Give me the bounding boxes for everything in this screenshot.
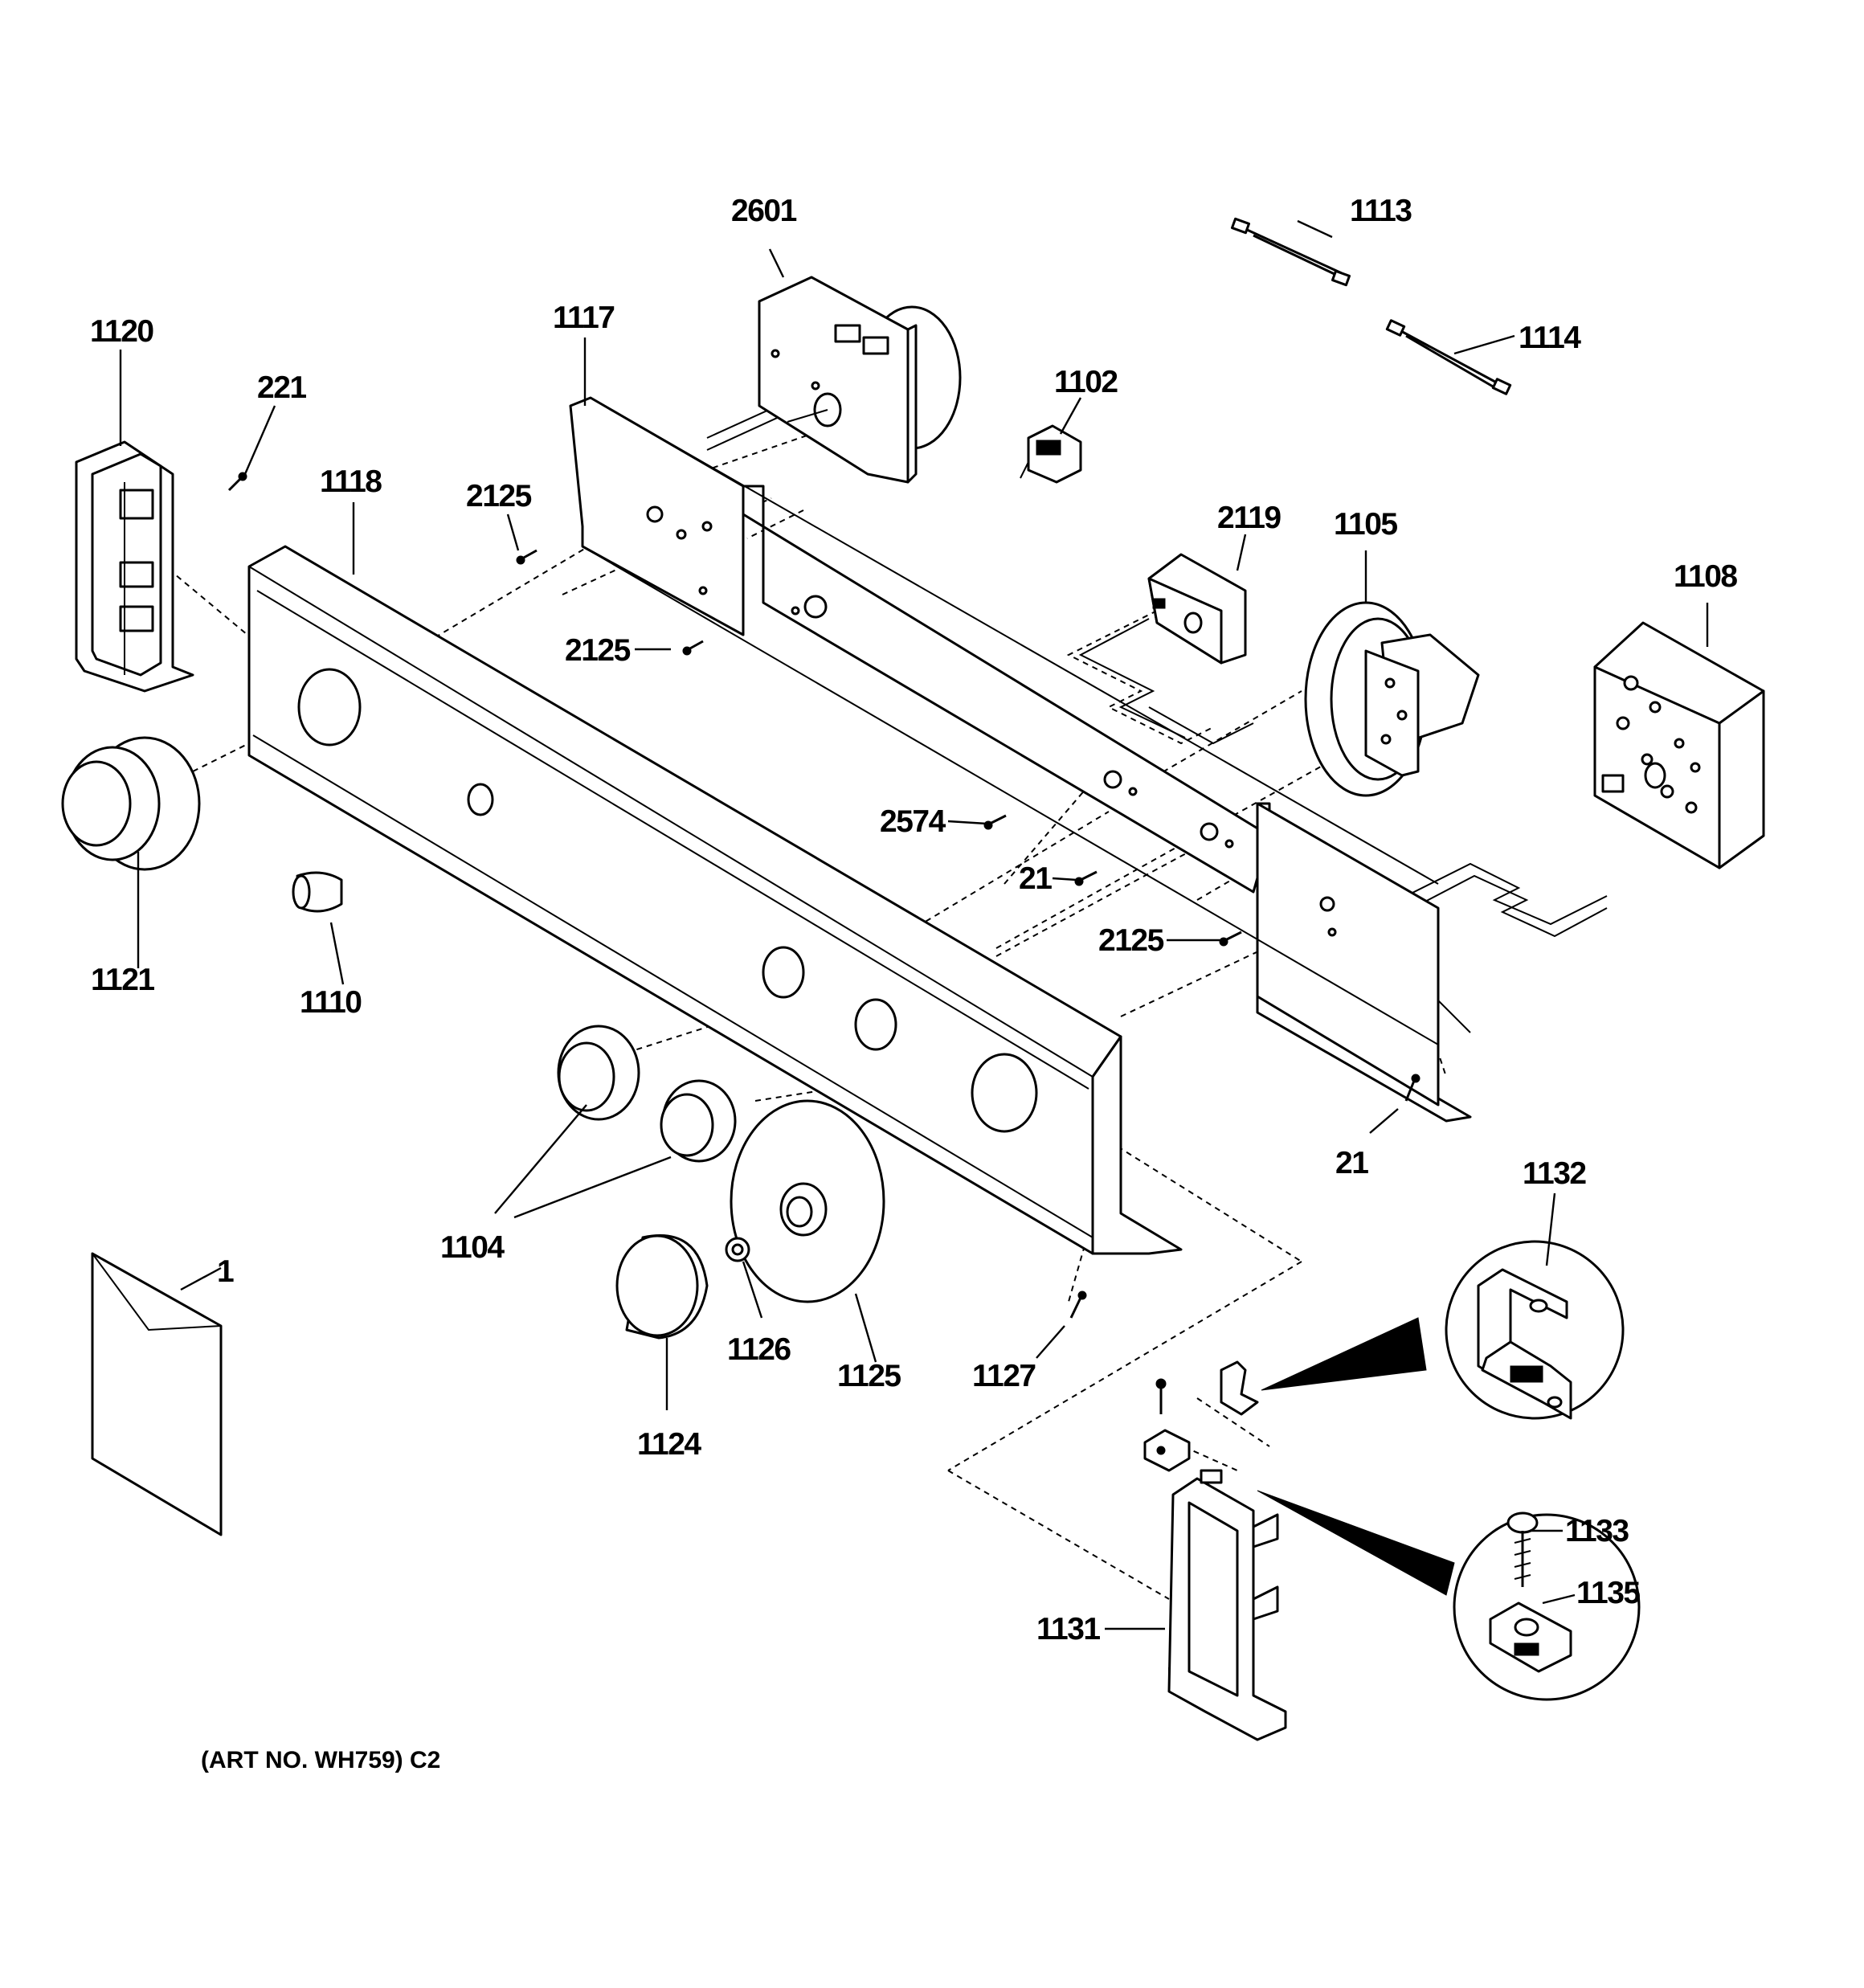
detail-callout-1132 bbox=[1261, 1240, 1625, 1420]
switch-1102 bbox=[1020, 424, 1082, 484]
label-1127: 1127 bbox=[972, 1359, 1036, 1393]
timer-1108 bbox=[1593, 621, 1765, 869]
label-1133: 1133 bbox=[1565, 1514, 1629, 1548]
art-number: (ART NO. WH759) C2 bbox=[201, 1747, 440, 1773]
label-2125-b: 2125 bbox=[565, 633, 631, 668]
detail-callout-1133-1135 bbox=[1257, 1490, 1641, 1701]
screw-221 bbox=[227, 472, 247, 492]
label-1110: 1110 bbox=[300, 985, 362, 1020]
label-2125-a: 2125 bbox=[466, 479, 532, 513]
label-1118: 1118 bbox=[320, 464, 382, 499]
label-2125-c: 2125 bbox=[1098, 923, 1164, 958]
knob-1121 bbox=[61, 736, 201, 871]
nut-1135-small bbox=[1143, 1429, 1191, 1472]
label-2119: 2119 bbox=[1217, 501, 1281, 535]
label-1102: 1102 bbox=[1054, 365, 1118, 399]
label-1132: 1132 bbox=[1523, 1156, 1586, 1191]
screw-21-b bbox=[1404, 1074, 1420, 1102]
end-cap-1131 bbox=[1167, 1469, 1287, 1741]
wire-1113 bbox=[1230, 217, 1351, 287]
label-21-a: 21 bbox=[1019, 861, 1052, 896]
screw-2125-b bbox=[682, 640, 704, 656]
screw-2125-c bbox=[1219, 931, 1242, 947]
label-1: 1 bbox=[217, 1254, 234, 1289]
screw-2125-a bbox=[516, 549, 538, 565]
label-21-b: 21 bbox=[1335, 1146, 1368, 1180]
knob-1110 bbox=[292, 871, 343, 913]
knob-1124 bbox=[615, 1234, 709, 1340]
label-1108: 1108 bbox=[1674, 559, 1737, 594]
timer-2601 bbox=[758, 276, 962, 484]
screw-21-a bbox=[1074, 870, 1098, 886]
end-cap-1120 bbox=[75, 440, 194, 693]
label-1124: 1124 bbox=[637, 1427, 701, 1462]
rear-bracket-1117 bbox=[569, 396, 1472, 1123]
clip-1132-small bbox=[1220, 1360, 1259, 1416]
screw-1127 bbox=[1069, 1291, 1087, 1319]
label-1126: 1126 bbox=[727, 1332, 791, 1367]
switch-2119 bbox=[1147, 553, 1247, 665]
screw-2574 bbox=[983, 814, 1007, 830]
screw-small bbox=[1155, 1378, 1167, 1414]
washer-1126 bbox=[725, 1237, 750, 1262]
console-panel-1118 bbox=[247, 545, 1183, 1255]
label-1131: 1131 bbox=[1036, 1612, 1100, 1646]
label-1117: 1117 bbox=[553, 301, 614, 335]
label-1120: 1120 bbox=[90, 314, 153, 349]
callout-labels: 2601 1117 1120 221 1118 2125 2125 1113 1… bbox=[90, 194, 1739, 1773]
label-2601: 2601 bbox=[731, 194, 797, 228]
control-1105 bbox=[1304, 601, 1480, 797]
label-1135: 1135 bbox=[1576, 1576, 1640, 1610]
label-221: 221 bbox=[257, 370, 306, 405]
label-1114: 1114 bbox=[1519, 321, 1581, 355]
wire-1114 bbox=[1385, 319, 1512, 395]
label-1104: 1104 bbox=[440, 1230, 505, 1265]
leader-lines bbox=[119, 219, 1709, 1630]
label-1113: 1113 bbox=[1350, 194, 1412, 228]
literature-envelope-1 bbox=[91, 1252, 223, 1536]
label-1105: 1105 bbox=[1334, 507, 1397, 542]
skirt-1125 bbox=[730, 1099, 885, 1303]
knobs-1104 bbox=[557, 1025, 737, 1163]
label-2574: 2574 bbox=[880, 804, 946, 839]
label-1121: 1121 bbox=[91, 963, 154, 997]
label-1125: 1125 bbox=[837, 1359, 901, 1393]
